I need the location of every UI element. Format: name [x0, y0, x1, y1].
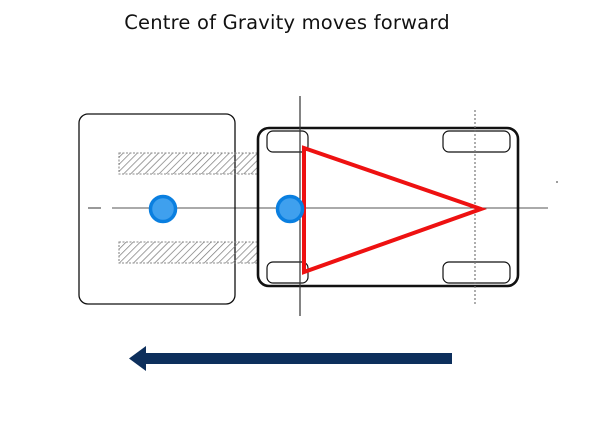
front-right-wheel — [266, 261, 309, 284]
fork-lower — [118, 241, 259, 264]
stability-triangle — [302, 145, 488, 275]
diagram-title: Centre of Gravity moves forward — [124, 11, 450, 34]
fork-upper — [118, 152, 259, 175]
cog-forward-marker — [275, 194, 305, 224]
cog-load-marker — [148, 194, 178, 224]
front-left-wheel — [266, 130, 309, 153]
direction-arrow-icon — [129, 346, 452, 371]
forklift-body — [256, 126, 520, 288]
rear-right-wheel — [442, 261, 511, 284]
load-block — [78, 113, 236, 305]
rear-left-wheel — [442, 130, 511, 153]
axis-dot-right — [556, 181, 558, 183]
